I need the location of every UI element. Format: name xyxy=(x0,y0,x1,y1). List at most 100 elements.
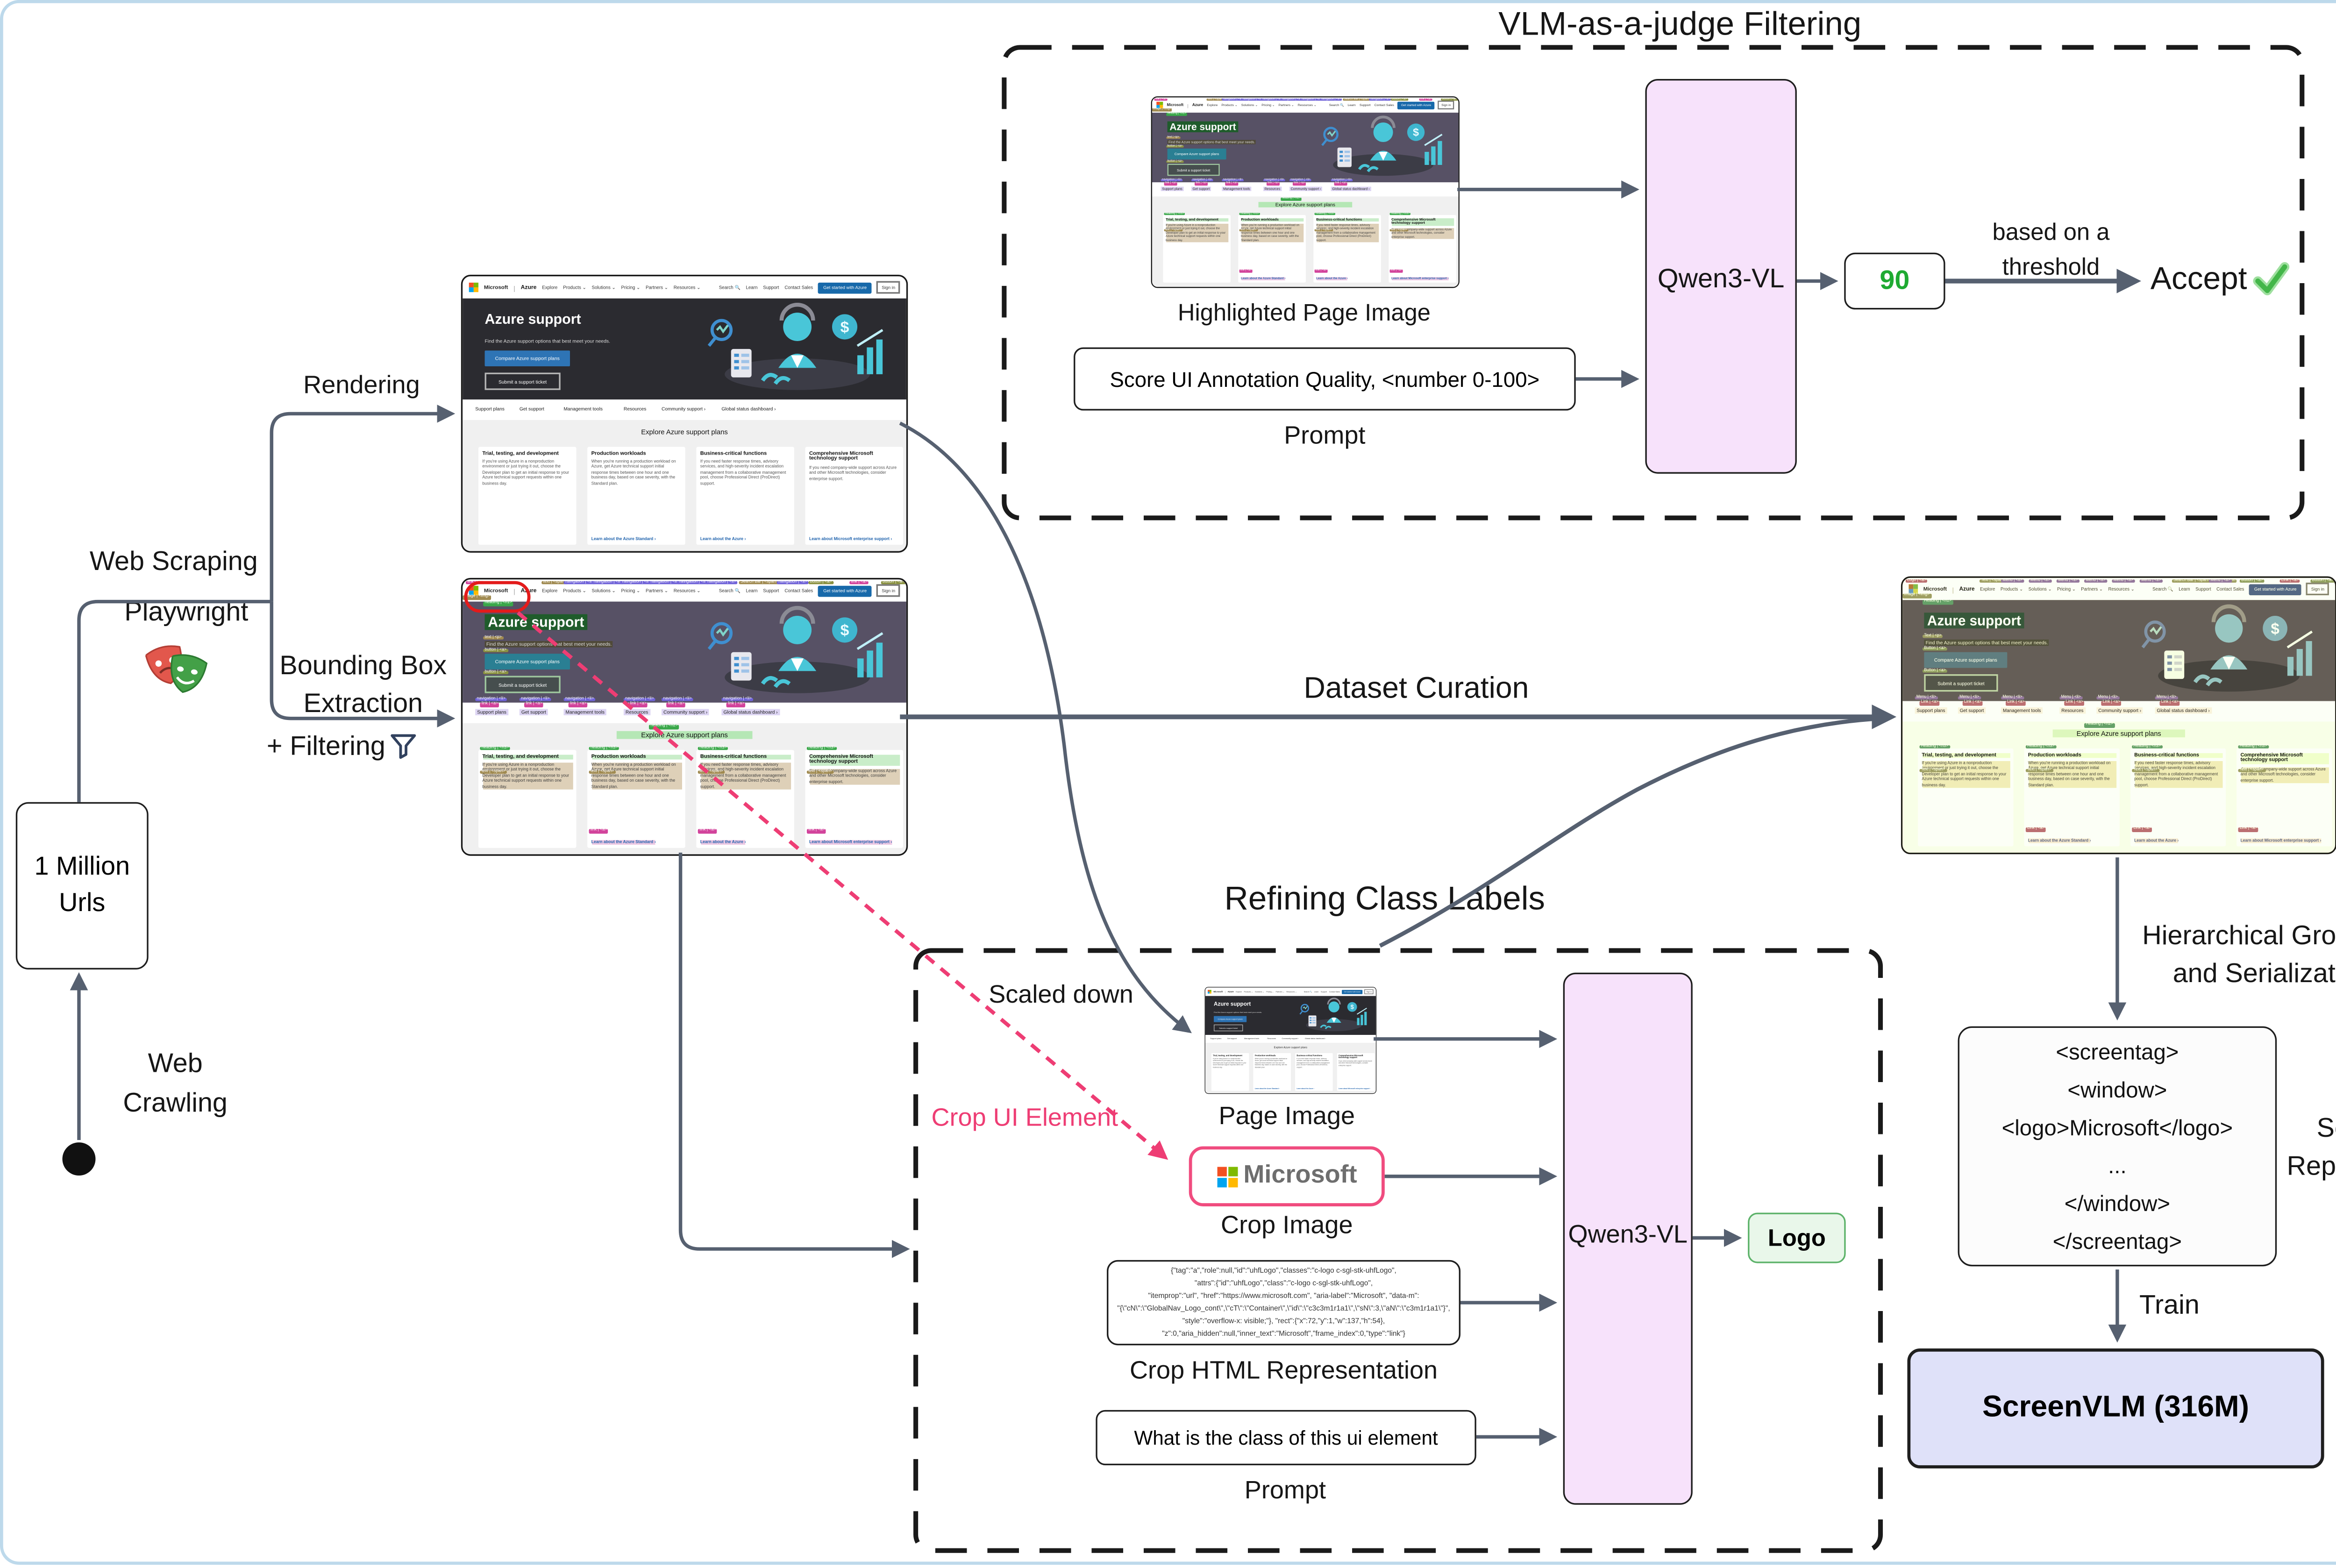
bounding-box-label-line2: Extraction xyxy=(303,688,423,719)
annotation-chip: heading | <h2> xyxy=(1281,197,1302,201)
refine-prompt-text: What is the class of this ui element xyxy=(1134,1426,1438,1449)
annotation-chip: heading | <h2> xyxy=(648,723,680,730)
annotation-chip: link | <a> xyxy=(1266,181,1281,186)
annotation-chip: link | <a> xyxy=(1389,268,1403,273)
annotation-chip: link | <a> xyxy=(1194,181,1209,186)
annotation-chip: link | <a> xyxy=(1225,181,1239,186)
playwright-label: Playwright xyxy=(124,597,249,627)
annotation-chip: link | <a> xyxy=(568,701,588,707)
annotation-chip: button | <a> xyxy=(881,579,906,585)
annotation-chip: Text | <p> xyxy=(1923,633,1944,639)
hero-illustration: $ xyxy=(1316,115,1452,180)
playwright-masks-icon xyxy=(145,645,208,693)
annotation-chip: navigation | <li> xyxy=(677,579,709,585)
annotation-chip: Search Bar | <span> | presentation xyxy=(739,579,806,585)
annotation-chip: Menu | <li> xyxy=(2059,694,2083,700)
annotation-chip: Menu | <li> xyxy=(2112,578,2135,584)
judge-qwen3-vl-label: Qwen3-VL xyxy=(1657,264,1785,294)
annotation-chip: Text | <span> xyxy=(1979,578,2007,584)
web-crawling-label-line1: Web xyxy=(148,1048,203,1079)
annotation-chip: Button | <a> xyxy=(2310,578,2336,584)
edge-scaled-down xyxy=(899,421,1192,1033)
annotation-chip: Menu | <li> xyxy=(2208,578,2232,584)
annotation-chip: Heading | <h3> xyxy=(2238,743,2269,749)
web-scraping-label: Web Scraping xyxy=(89,546,258,577)
annotation-chip: Link | <a> xyxy=(2101,699,2122,706)
refining-box-title: Refining Class Labels xyxy=(1224,881,1545,918)
annotation-chip: button | <a> xyxy=(808,579,833,585)
annotation-chip: link | <a> xyxy=(1292,181,1307,186)
highlighted-page-image-label: Highlighted Page Image xyxy=(1177,300,1431,327)
annotation-chip: Heading | <h3> xyxy=(1919,743,1950,749)
annotation-chip: Search Bar | <span> | presentation xyxy=(2172,578,2237,584)
annotation-chip: Link | <a> xyxy=(2025,826,2046,832)
mini-cta-button: Get started with Azure xyxy=(1397,101,1435,109)
svg-text:$: $ xyxy=(1413,126,1419,138)
annotation-chip: navigation | <li> xyxy=(620,579,653,585)
crop-html-label: Crop HTML Representation xyxy=(1129,1358,1438,1385)
microsoft-logo-icon xyxy=(469,282,478,292)
edge-annotated-to-refine xyxy=(678,852,910,1258)
judge-prompt-box: Score UI Annotation Quality, <number 0-1… xyxy=(1074,347,1576,411)
annotation-chip: Link | <a> xyxy=(2279,578,2300,584)
annotation-chip: Link | <a> xyxy=(2159,699,2180,706)
annotation-chip: Text | <span> xyxy=(2132,767,2159,773)
page-image-label: Page Image xyxy=(1218,1104,1355,1131)
crop-html-line: "style":"overflow-x: visible;"}, "rect":… xyxy=(1182,1317,1385,1325)
svg-text:$: $ xyxy=(2271,620,2279,638)
train-label: Train xyxy=(2139,1290,2200,1320)
edge-rendering xyxy=(270,405,456,602)
hero-illustration: $ xyxy=(699,605,897,699)
annotation-chip: Menu | <li> xyxy=(2001,694,2024,700)
hierarchical-grouping-label-line1: Hierarchical Grouping xyxy=(2142,920,2336,951)
refine-qwen3-vl-label: Qwen3-VL xyxy=(1568,1222,1688,1249)
annotation-chip: Heading | <h3> xyxy=(2132,743,2163,749)
annotation-chip: heading | <h1> xyxy=(483,600,514,606)
annotation-chip: Menu | <li> xyxy=(2096,694,2120,700)
crop-image-label: Crop Image xyxy=(1221,1212,1353,1240)
annotation-chip: link | <a> xyxy=(726,701,746,707)
threshold-note-line1: based on a xyxy=(1992,219,2110,247)
annotation-chip: Link | <a> xyxy=(2132,826,2153,832)
annotation-chip: Link | <a> xyxy=(1962,699,1983,706)
crop-html-line: "{\"cN\":\"GlobalNav_Logo_cont\",\"cT\":… xyxy=(1117,1304,1450,1312)
annotation-chip: heading | <h3> xyxy=(480,745,511,751)
annotation-chip: Menu | <li> xyxy=(2029,578,2052,584)
annotation-chip: link | <a> xyxy=(849,579,869,585)
crop-html-line: "attrs":{"id":"uhfLogo","class":"c-logo … xyxy=(1194,1279,1373,1287)
mini-card: Comprehensive Microsoft technology suppo… xyxy=(805,447,904,545)
urls-box: 1 Million Urls xyxy=(15,802,149,970)
refine-prompt-box: What is the class of this ui element xyxy=(1096,1410,1476,1466)
microsoft-logo-icon xyxy=(1216,1166,1237,1187)
annotation-chip: Menu | <li> xyxy=(2001,578,2024,584)
hero-illustration: $ xyxy=(1296,997,1372,1033)
hero-illustration: $ xyxy=(699,301,897,396)
mini-cta-button: Get started with Azure xyxy=(2249,583,2301,595)
annotation-chip: Link | <a> xyxy=(2005,699,2026,706)
screentag-line: </window> xyxy=(2064,1190,2171,1216)
annotation-chip: Image | <img> xyxy=(1902,592,1931,599)
annotation-chip: Menu | <li> xyxy=(2155,694,2178,700)
mini-cta-button: Get started with Azure xyxy=(819,585,872,596)
screentag-representation-label-line1: Screentag xyxy=(2316,1113,2336,1143)
annotation-chip: Link | <a> xyxy=(2064,699,2085,706)
urls-box-line2: Urls xyxy=(59,889,106,918)
predicted-class-text: Logo xyxy=(1767,1224,1826,1252)
threshold-note-line2: threshold xyxy=(2002,254,2100,281)
